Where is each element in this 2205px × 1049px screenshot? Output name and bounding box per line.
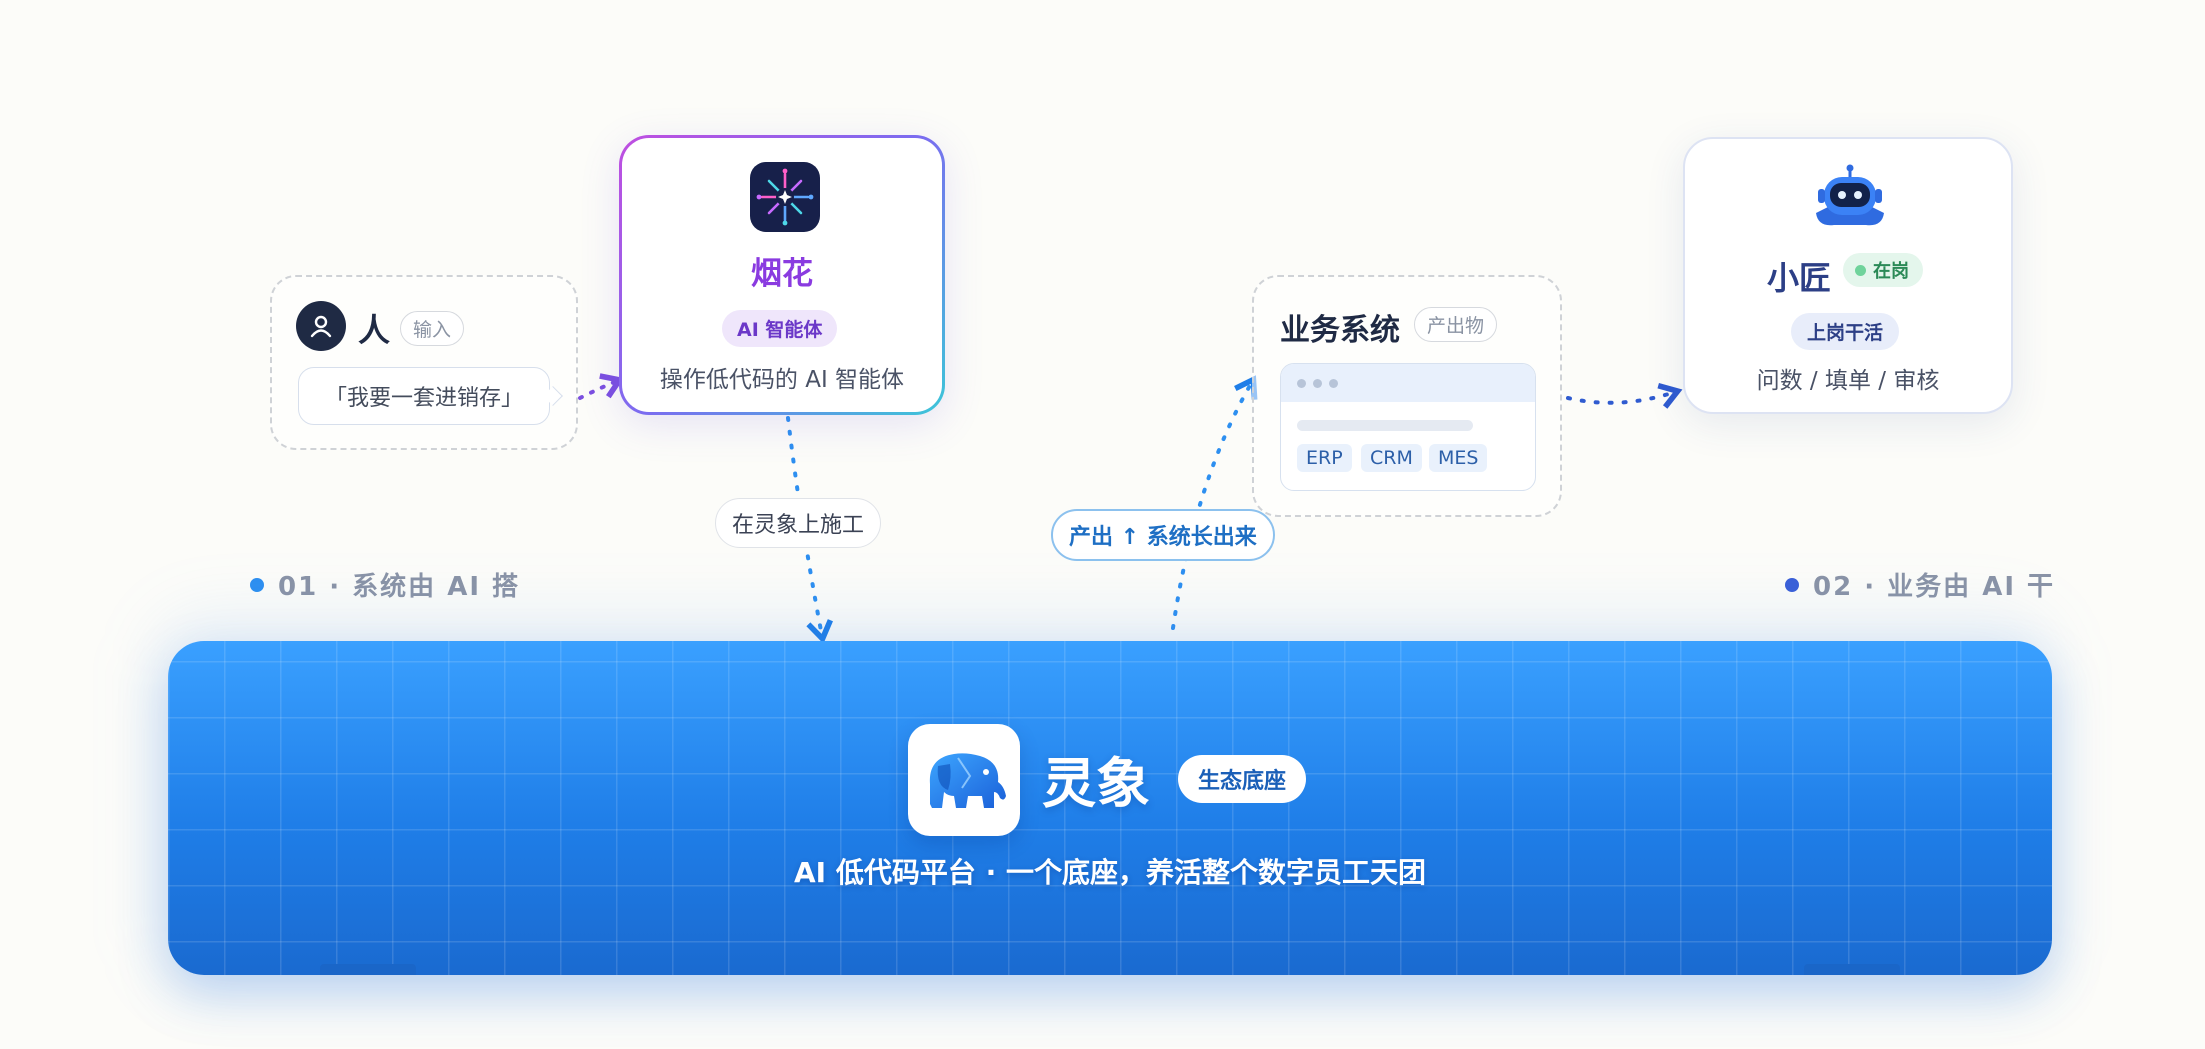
section-label-work: 02 · 业务由 AI 干 [1785, 566, 2055, 603]
section-dot [250, 577, 264, 592]
request-bubble: 「我要一套进销存」 [298, 367, 550, 425]
ecosystem-badge: 生态底座 [1178, 755, 1307, 803]
platform-base: 灵象 生态底座 AI 低代码平台 · 一个底座，养活整个数字员工天团 [168, 641, 2052, 975]
arrow-biz-to-xiaojiang [1566, 383, 1683, 409]
section-label-work-text: 02 · 业务由 AI 干 [1813, 572, 2056, 602]
platform-subtitle: AI 低代码平台 · 一个底座，养活整个数字员工天团 [794, 856, 1426, 889]
base-tab-right [1804, 964, 1900, 975]
person-card: 人 输入 「我要一套进销存」 [270, 275, 578, 450]
output-badge: 产出物 [1414, 307, 1498, 342]
placeholder-line [1297, 420, 1473, 431]
yanhua-card: 烟花 AI 智能体 操作低代码的 AI 智能体 [619, 135, 945, 415]
system-tag-mes: MES [1429, 444, 1488, 472]
section-dot [1785, 577, 1799, 592]
yanhua-title: 烟花 [751, 256, 813, 292]
system-tag-crm: CRM [1361, 444, 1422, 472]
base-tab-left [320, 964, 416, 975]
user-icon [296, 301, 346, 351]
business-system-card: 业务系统 产出物 ERP CRM MES [1252, 275, 1562, 517]
elephant-icon [908, 724, 1020, 836]
xiaojiang-title: 小匠 [1767, 259, 1832, 297]
status-badge: 在岗 [1843, 253, 1923, 287]
ai-agent-badge: AI 智能体 [722, 310, 838, 347]
window-dot [1313, 379, 1322, 388]
on-duty-badge: 上岗干活 [1791, 313, 1900, 350]
section-label-build: 01 · 系统由 AI 搭 [250, 566, 520, 603]
status-dot [1855, 265, 1866, 276]
person-name: 人 [358, 311, 391, 349]
construct-label: 在灵象上施工 [715, 498, 882, 548]
window-titlebar [1281, 364, 1535, 402]
arrow-platform-to-biz [1171, 375, 1258, 630]
section-label-build-text: 01 · 系统由 AI 搭 [278, 572, 521, 602]
system-window: ERP CRM MES [1280, 363, 1536, 491]
fireworks-icon [750, 162, 820, 232]
arrow-person-to-yanhua [578, 373, 625, 400]
yanhua-description: 操作低代码的 AI 智能体 [659, 367, 905, 393]
xiaojiang-card: 小匠 在岗 上岗干活 问数 / 填单 / 审核 [1683, 137, 2013, 414]
xiaojiang-description: 问数 / 填单 / 审核 [1756, 368, 1940, 394]
input-badge: 输入 [400, 311, 465, 346]
business-system-title: 业务系统 [1280, 313, 1400, 348]
output-label: 产出 ↑ 系统长出来 [1051, 509, 1275, 561]
window-dot [1297, 379, 1306, 388]
platform-grid [168, 641, 2052, 975]
window-dot [1329, 379, 1338, 388]
robot-icon [1810, 163, 1890, 235]
status-text: 在岗 [1873, 261, 1909, 282]
system-tag-erp: ERP [1297, 444, 1352, 472]
platform-title: 灵象 [1042, 752, 1150, 815]
